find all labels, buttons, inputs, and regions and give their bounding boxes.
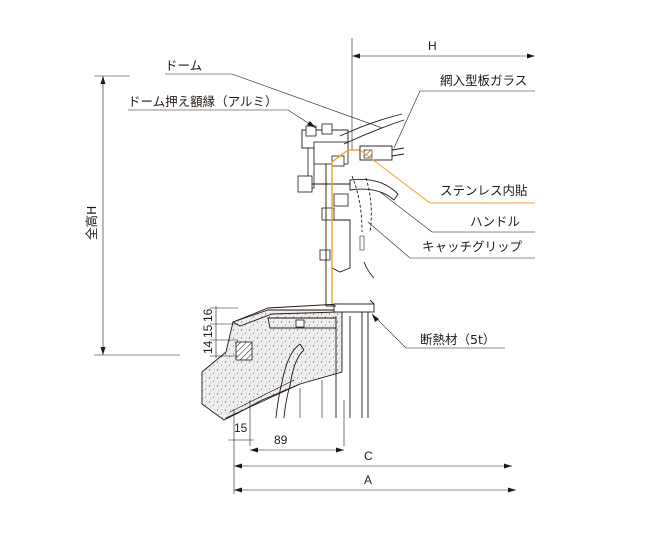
label-handle-group: ハンドル [379,191,535,233]
label-catch-grip-group: キャッチグリップ [367,221,535,259]
total-height-label: 全高H [84,206,99,240]
dim-A: A [364,473,372,487]
label-dome-frame: ドーム押え額縁（アルミ） [128,94,278,109]
h-dimension: H [351,38,535,150]
label-handle: ハンドル [470,214,520,229]
label-dome-group: ドーム [165,58,383,129]
label-catch-grip: キャッチグリップ [422,239,523,254]
bottom-dimensions: 15 89 C A [228,400,516,494]
inner-lining [299,312,369,418]
label-stainless-group: ステンレス内貼 [359,149,535,204]
h-dimension-label: H [428,39,437,53]
label-dome-frame-group: ドーム押え額縁（アルミ） [128,94,317,129]
label-insulation: 断熱材（5t） [420,332,495,347]
dim-89: 89 [274,433,288,447]
label-stainless: ステンレス内貼 [440,183,528,198]
dim-15-vertical: 15 [201,324,215,338]
left-small-dimensions: 16 15 14 [201,306,238,358]
label-wire-glass-group: 網入型板ガラス [393,73,535,149]
label-insulation-group: 断熱材（5t） [371,313,505,349]
dim-C: C [364,449,373,463]
concrete-curb [201,309,343,421]
label-dome: ドーム [165,58,202,73]
total-height-dimension: 全高H [84,75,180,356]
dim-15-horizontal: 15 [234,421,248,435]
frame-body [297,123,365,307]
label-wire-glass: 網入型板ガラス [440,73,527,88]
dim-16: 16 [201,308,215,322]
dim-14: 14 [201,340,215,354]
